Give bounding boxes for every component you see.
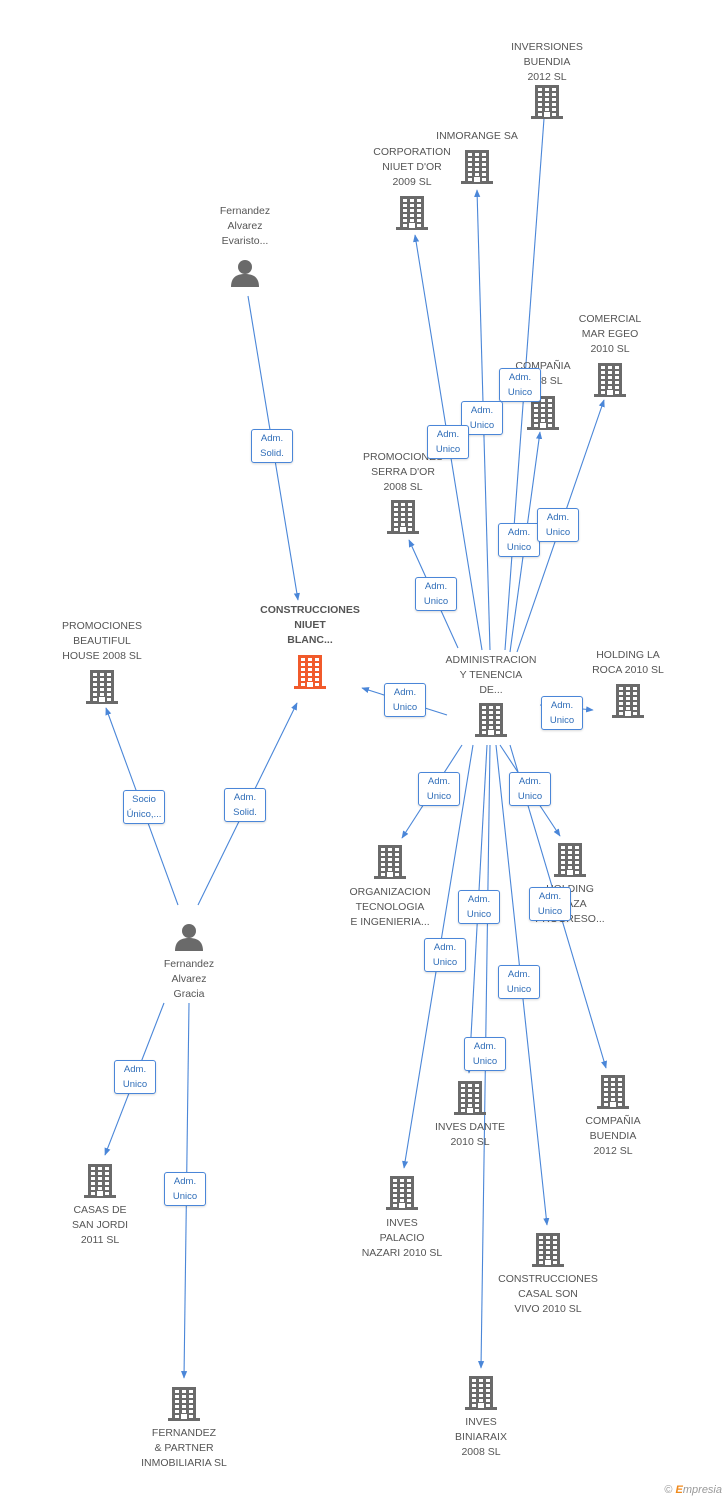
node-label: PROMOCIONES SERRA D'OR 2008 SL (363, 451, 443, 493)
node-label: INMORANGE SA (436, 130, 518, 142)
building-icon (86, 670, 118, 709)
building-icon (387, 500, 419, 539)
highlighted-building-icon (294, 655, 326, 694)
node-label: COMPAÑIA BUENDIA 2012 SL (585, 1115, 641, 1157)
relation-badge[interactable]: Adm. Unico (537, 508, 579, 542)
node-label: PROMOCIONES BEAUTIFUL HOUSE 2008 SL (62, 620, 142, 662)
relation-badge[interactable]: Adm. Unico (529, 887, 571, 921)
relation-badge[interactable]: Adm. Unico (461, 401, 503, 435)
relation-badge[interactable]: Adm. Unico (458, 890, 500, 924)
relation-badge[interactable]: Adm. Solid. (251, 429, 293, 463)
relation-badge[interactable]: Adm. Unico (427, 425, 469, 459)
brand-initial: E (675, 1484, 683, 1496)
relation-badge[interactable]: Adm. Unico (499, 368, 541, 402)
building-icon (594, 363, 626, 402)
relation-badge[interactable]: Adm. Unico (464, 1037, 506, 1071)
building-icon (597, 1075, 629, 1114)
relation-badge[interactable]: Adm. Solid. (224, 788, 266, 822)
building-icon (396, 196, 428, 235)
building-icon (386, 1176, 418, 1215)
node-label: INVES DANTE 2010 SL (434, 1121, 505, 1148)
building-icon (475, 703, 507, 742)
node-label: CONSTRUCCIONES CASAL SON VIVO 2010 SL (498, 1273, 598, 1315)
relation-badge[interactable]: Adm. Unico (509, 772, 551, 806)
brand-name: mpresia (682, 1484, 722, 1496)
relation-badge[interactable]: Adm. Unico (418, 772, 460, 806)
person-icon (231, 259, 259, 292)
relation-badge[interactable]: Adm. Unico (498, 523, 540, 557)
node-label: INVES PALACIO NAZARI 2010 SL (361, 1217, 443, 1259)
building-icon (554, 843, 586, 882)
node-label: CONSTRUCCIONES NIUET BLANC... (260, 604, 360, 646)
relation-badge[interactable]: Adm. Unico (384, 683, 426, 717)
node-label: INVERSIONES BUENDIA 2012 SL (511, 41, 583, 83)
building-icon (612, 684, 644, 723)
relation-badge[interactable]: Adm. Unico (541, 696, 583, 730)
node-label: CASAS DE SAN JORDI 2011 SL (71, 1204, 128, 1246)
node-label: ADMINISTRACION Y TENENCIA DE... (445, 654, 537, 696)
relation-badge[interactable]: Adm. Unico (415, 577, 457, 611)
node-label: Fernandez Alvarez Gracia (163, 958, 215, 1000)
relation-badge[interactable]: Adm. Unico (424, 938, 466, 972)
person-icon (175, 923, 203, 956)
building-icon (461, 150, 493, 189)
node-label: HOLDING LA ROCA 2010 SL (592, 649, 664, 676)
building-icon (527, 396, 559, 435)
relation-badge[interactable]: Adm. Unico (114, 1060, 156, 1094)
node-label: INVES BINIARAIX 2008 SL (455, 1416, 507, 1458)
building-icon (374, 845, 406, 884)
building-icon (532, 1233, 564, 1272)
node-label: Fernandez Alvarez Evaristo... (219, 205, 271, 247)
building-icon (84, 1164, 116, 1203)
footer-brand: © Empresia (664, 1484, 722, 1496)
relation-badge[interactable]: Socio Único,... (123, 790, 165, 824)
building-icon (465, 1376, 497, 1415)
building-icon (454, 1081, 486, 1120)
building-icon (168, 1387, 200, 1426)
node-label: CORPORATION NIUET D'OR 2009 SL (373, 146, 451, 188)
relation-badge[interactable]: Adm. Unico (498, 965, 540, 999)
node-label: ORGANIZACION TECNOLOGIA E INGENIERIA... (349, 886, 431, 928)
copyright-symbol: © (664, 1484, 673, 1496)
relation-badge[interactable]: Adm. Unico (164, 1172, 206, 1206)
node-label: FERNANDEZ & PARTNER INMOBILIARIA SL (141, 1427, 227, 1469)
building-icon (531, 85, 563, 124)
node-label: COMERCIAL MAR EGEO 2010 SL (578, 313, 642, 355)
